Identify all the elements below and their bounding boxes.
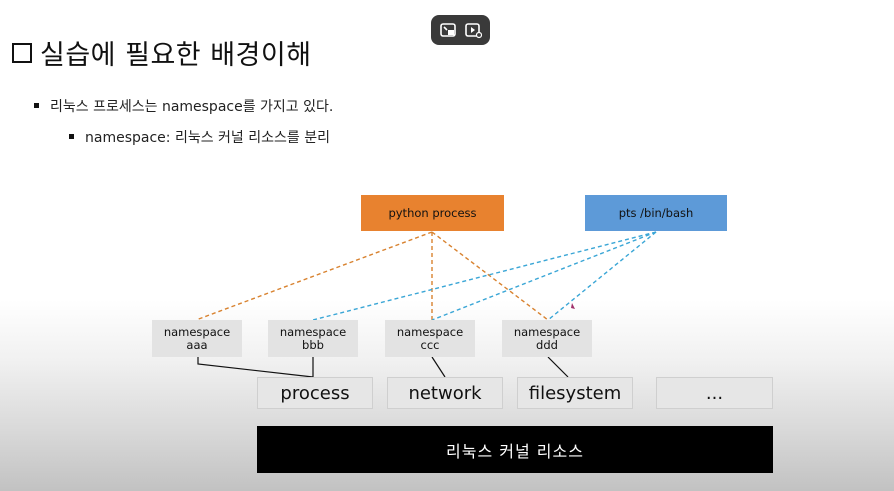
bullet-text: 리눅스 프로세스는 namespace를 가지고 있다. — [50, 99, 334, 115]
namespace-label: namespace — [163, 324, 231, 339]
namespace-id: aaa — [186, 337, 208, 352]
kernel-label: 리눅스 커널 리소스 — [446, 441, 584, 461]
link-ddd-filesystem — [547, 356, 569, 378]
resource-label: filesystem — [528, 382, 622, 404]
slide-title: 실습에 필요한 배경이해 — [12, 33, 312, 72]
namespace-id: bbb — [302, 337, 324, 352]
namespace-id: ddd — [536, 337, 558, 352]
checkbox-square-icon — [12, 42, 32, 63]
bash-process-box: pts /bin/bash — [585, 195, 727, 231]
resource-label: ... — [705, 382, 724, 404]
python-process-label: python process — [388, 206, 477, 220]
cursor-icon — [571, 303, 575, 309]
namespace-label: namespace — [279, 324, 347, 339]
namespace-ccc-box: namespace ccc — [385, 320, 475, 357]
sub-bullet-text: namespace: 리눅스 커널 리소스를 분리 — [85, 130, 330, 146]
sub-bullet-item: namespace: 리눅스 커널 리소스를 분리 — [69, 127, 330, 147]
video-player-controls — [431, 15, 490, 45]
link-aaa-process — [197, 357, 314, 378]
link-bash-ccc — [431, 231, 657, 321]
link-bash-bbb — [312, 231, 657, 321]
kernel-resource-bar: 리눅스 커널 리소스 — [257, 426, 773, 473]
pip-icon[interactable] — [439, 21, 457, 39]
bullet-item: 리눅스 프로세스는 namespace를 가지고 있다. — [33, 96, 334, 116]
namespace-ddd-box: namespace ddd — [502, 320, 592, 357]
python-links — [195, 231, 549, 321]
slide-title-text: 실습에 필요한 배경이해 — [40, 40, 312, 71]
link-python-ddd — [431, 231, 549, 321]
link-python-aaa — [195, 231, 433, 321]
resource-more-box: ... — [656, 377, 773, 409]
resource-filesystem-box: filesystem — [517, 377, 633, 409]
bash-links — [312, 231, 657, 321]
resource-label: network — [408, 382, 482, 404]
namespace-bbb-box: namespace bbb — [268, 320, 358, 357]
link-ccc-network — [431, 356, 446, 378]
video-settings-icon[interactable] — [464, 21, 483, 39]
namespace-id: ccc — [420, 337, 440, 352]
bash-process-label: pts /bin/bash — [618, 206, 694, 220]
namespace-label: namespace — [513, 324, 581, 339]
namespace-label: namespace — [396, 324, 464, 339]
resource-process-box: process — [257, 377, 373, 409]
link-bash-ddd — [547, 231, 657, 321]
resource-label: process — [280, 382, 350, 404]
resource-network-box: network — [387, 377, 503, 409]
python-process-box: python process — [361, 195, 504, 231]
namespace-aaa-box: namespace aaa — [152, 320, 242, 357]
resource-links — [197, 356, 569, 378]
